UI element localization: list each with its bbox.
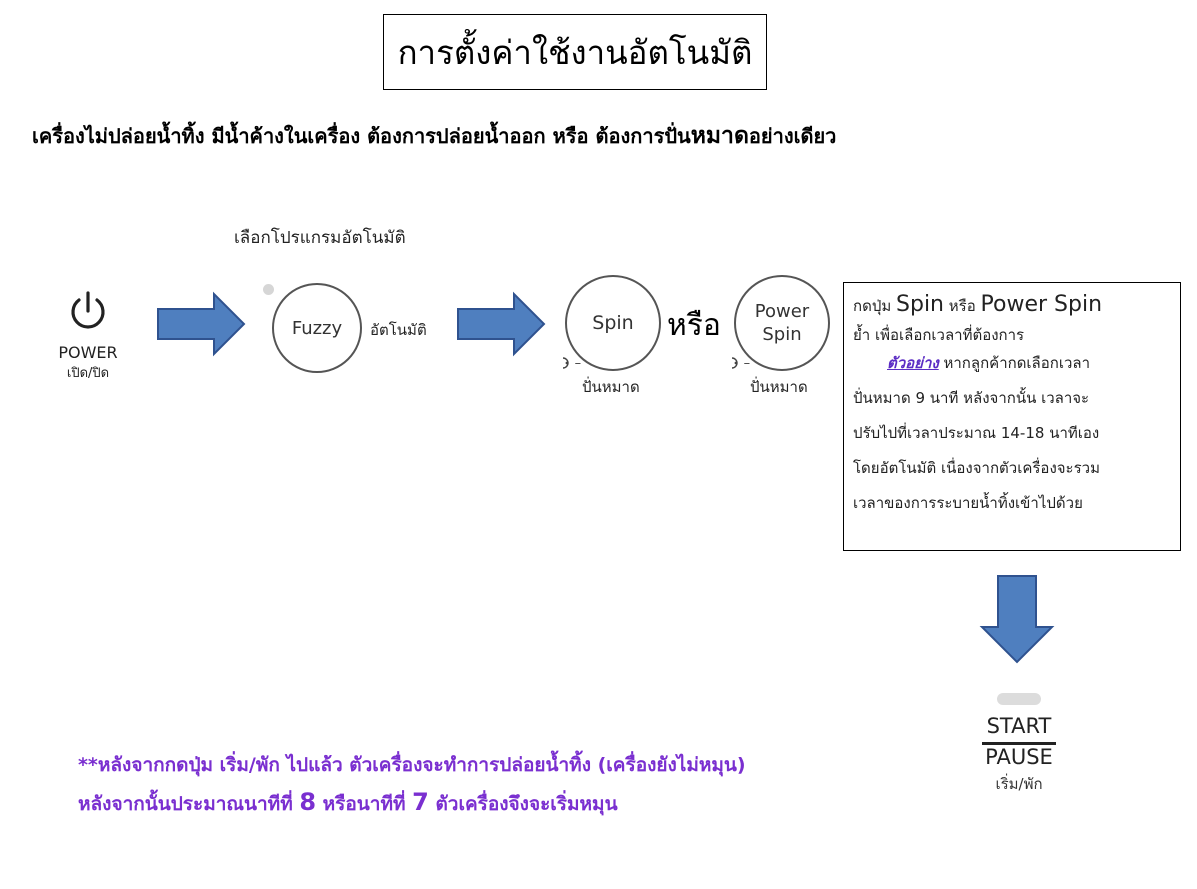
note-line-1: **หลังจากกดปุ่ม เริ่ม/พัก ไปแล้ว ตัวเครื… [78, 754, 746, 776]
down-arrow [979, 575, 1055, 664]
instruction-line-4: ปั่นหมาด 9 นาที หลังจากนั้น เวลาจะ [853, 389, 1090, 407]
instruction-power-spin-label: Power Spin [980, 292, 1103, 317]
spin-sublabel: ปั่นหมาด [582, 378, 640, 396]
instruction-line-7: เวลาของการระบายน้ำทิ้งเข้าไปด้วย [853, 494, 1083, 512]
start-pause-divider [982, 742, 1056, 745]
power-spin-label-line2: Spin [762, 324, 802, 345]
problem-statement-part2: อย่างเดียว [748, 124, 837, 148]
start-pause-sublabel: เริ่ม/พัก [995, 775, 1043, 793]
right-arrow-2 [457, 291, 546, 357]
or-text: หรือ [667, 308, 721, 343]
power-spin-sublabel: ปั่นหมาด [750, 378, 808, 396]
page-title-text: การตั้งค่าใช้งานอัตโนมัติ [397, 32, 753, 72]
example-link[interactable]: ตัวอย่าง [887, 354, 939, 372]
power-icon[interactable] [66, 290, 110, 334]
fuzzy-button[interactable]: Fuzzy [272, 283, 362, 373]
spin-icon [562, 357, 569, 369]
power-spin-button-label: Power Spin [755, 300, 809, 346]
power-spin-label-line1: Power [754, 301, 810, 322]
instruction-line-1: กดปุ่ม Spin หรือ Power Spin [853, 291, 1172, 320]
power-button-sublabel: เปิด/ปิด [66, 366, 110, 381]
instruction-line-5: ปรับไปที่เวลาประมาณ 14-18 นาทีเอง [853, 424, 1100, 442]
page-title: การตั้งค่าใช้งานอัตโนมัติ [383, 14, 767, 90]
instruction-line-3: ตัวอย่าง หากลูกค้ากดเลือกเวลา [853, 346, 1172, 381]
note-line-2c: ตัวเครื่องจึงจะเริ่มหมุน [428, 793, 618, 815]
instruction-or: หรือ [948, 297, 976, 315]
start-label[interactable]: START [986, 714, 1052, 738]
spin-icon [731, 357, 738, 369]
start-indicator-light [997, 693, 1041, 705]
instruction-line-6: โดยอัตโนมัติ เนื่องจากตัวเครื่องจะรวม [853, 459, 1100, 477]
problem-statement: เครื่องไม่ปล่อยน้ำทิ้ง มีน้ำค้างในเครื่อ… [32, 118, 1182, 154]
note-minute-7: 7 [412, 788, 429, 816]
pause-label[interactable]: PAUSE [985, 745, 1053, 769]
power-button-label: POWER [58, 343, 118, 362]
fuzzy-auto-label: อัตโนมัติ [370, 321, 427, 339]
select-program-label: เลือกโปรแกรมอัตโนมัติ [234, 228, 406, 248]
note-line-2: หลังจากนั้นประมาณนาทีที่ 8 หรือนาทีที่ 7… [78, 788, 618, 819]
note-minute-8: 8 [299, 788, 317, 816]
problem-statement-emphasis: หมาด [690, 123, 749, 149]
fuzzy-button-label: Fuzzy [291, 317, 343, 339]
note-line-2a: หลังจากนั้นประมาณนาทีที่ [78, 793, 300, 815]
instruction-spin-label: Spin [896, 292, 945, 317]
instruction-line-2: ย้ำ เพื่อเลือกเวลาที่ต้องการ [853, 326, 1025, 344]
instruction-example-text: หากลูกค้ากดเลือกเวลา [938, 354, 1091, 372]
spin-button-label: Spin [592, 312, 634, 334]
instruction-press: กดปุ่ม [853, 297, 892, 315]
spin-level-mark: – [572, 356, 582, 371]
fuzzy-indicator-light [263, 284, 274, 295]
right-arrow-1 [157, 291, 246, 357]
instruction-box: กดปุ่ม Spin หรือ Power Spin ย้ำ เพื่อเลื… [843, 282, 1181, 551]
problem-statement-part1: เครื่องไม่ปล่อยน้ำทิ้ง มีน้ำค้างในเครื่อ… [32, 124, 691, 148]
power-spin-level-mark: – [741, 356, 751, 371]
note-line-2b: หรือนาทีที่ [316, 793, 413, 815]
spin-button[interactable]: Spin [565, 275, 661, 371]
power-spin-button[interactable]: Power Spin [734, 275, 830, 371]
